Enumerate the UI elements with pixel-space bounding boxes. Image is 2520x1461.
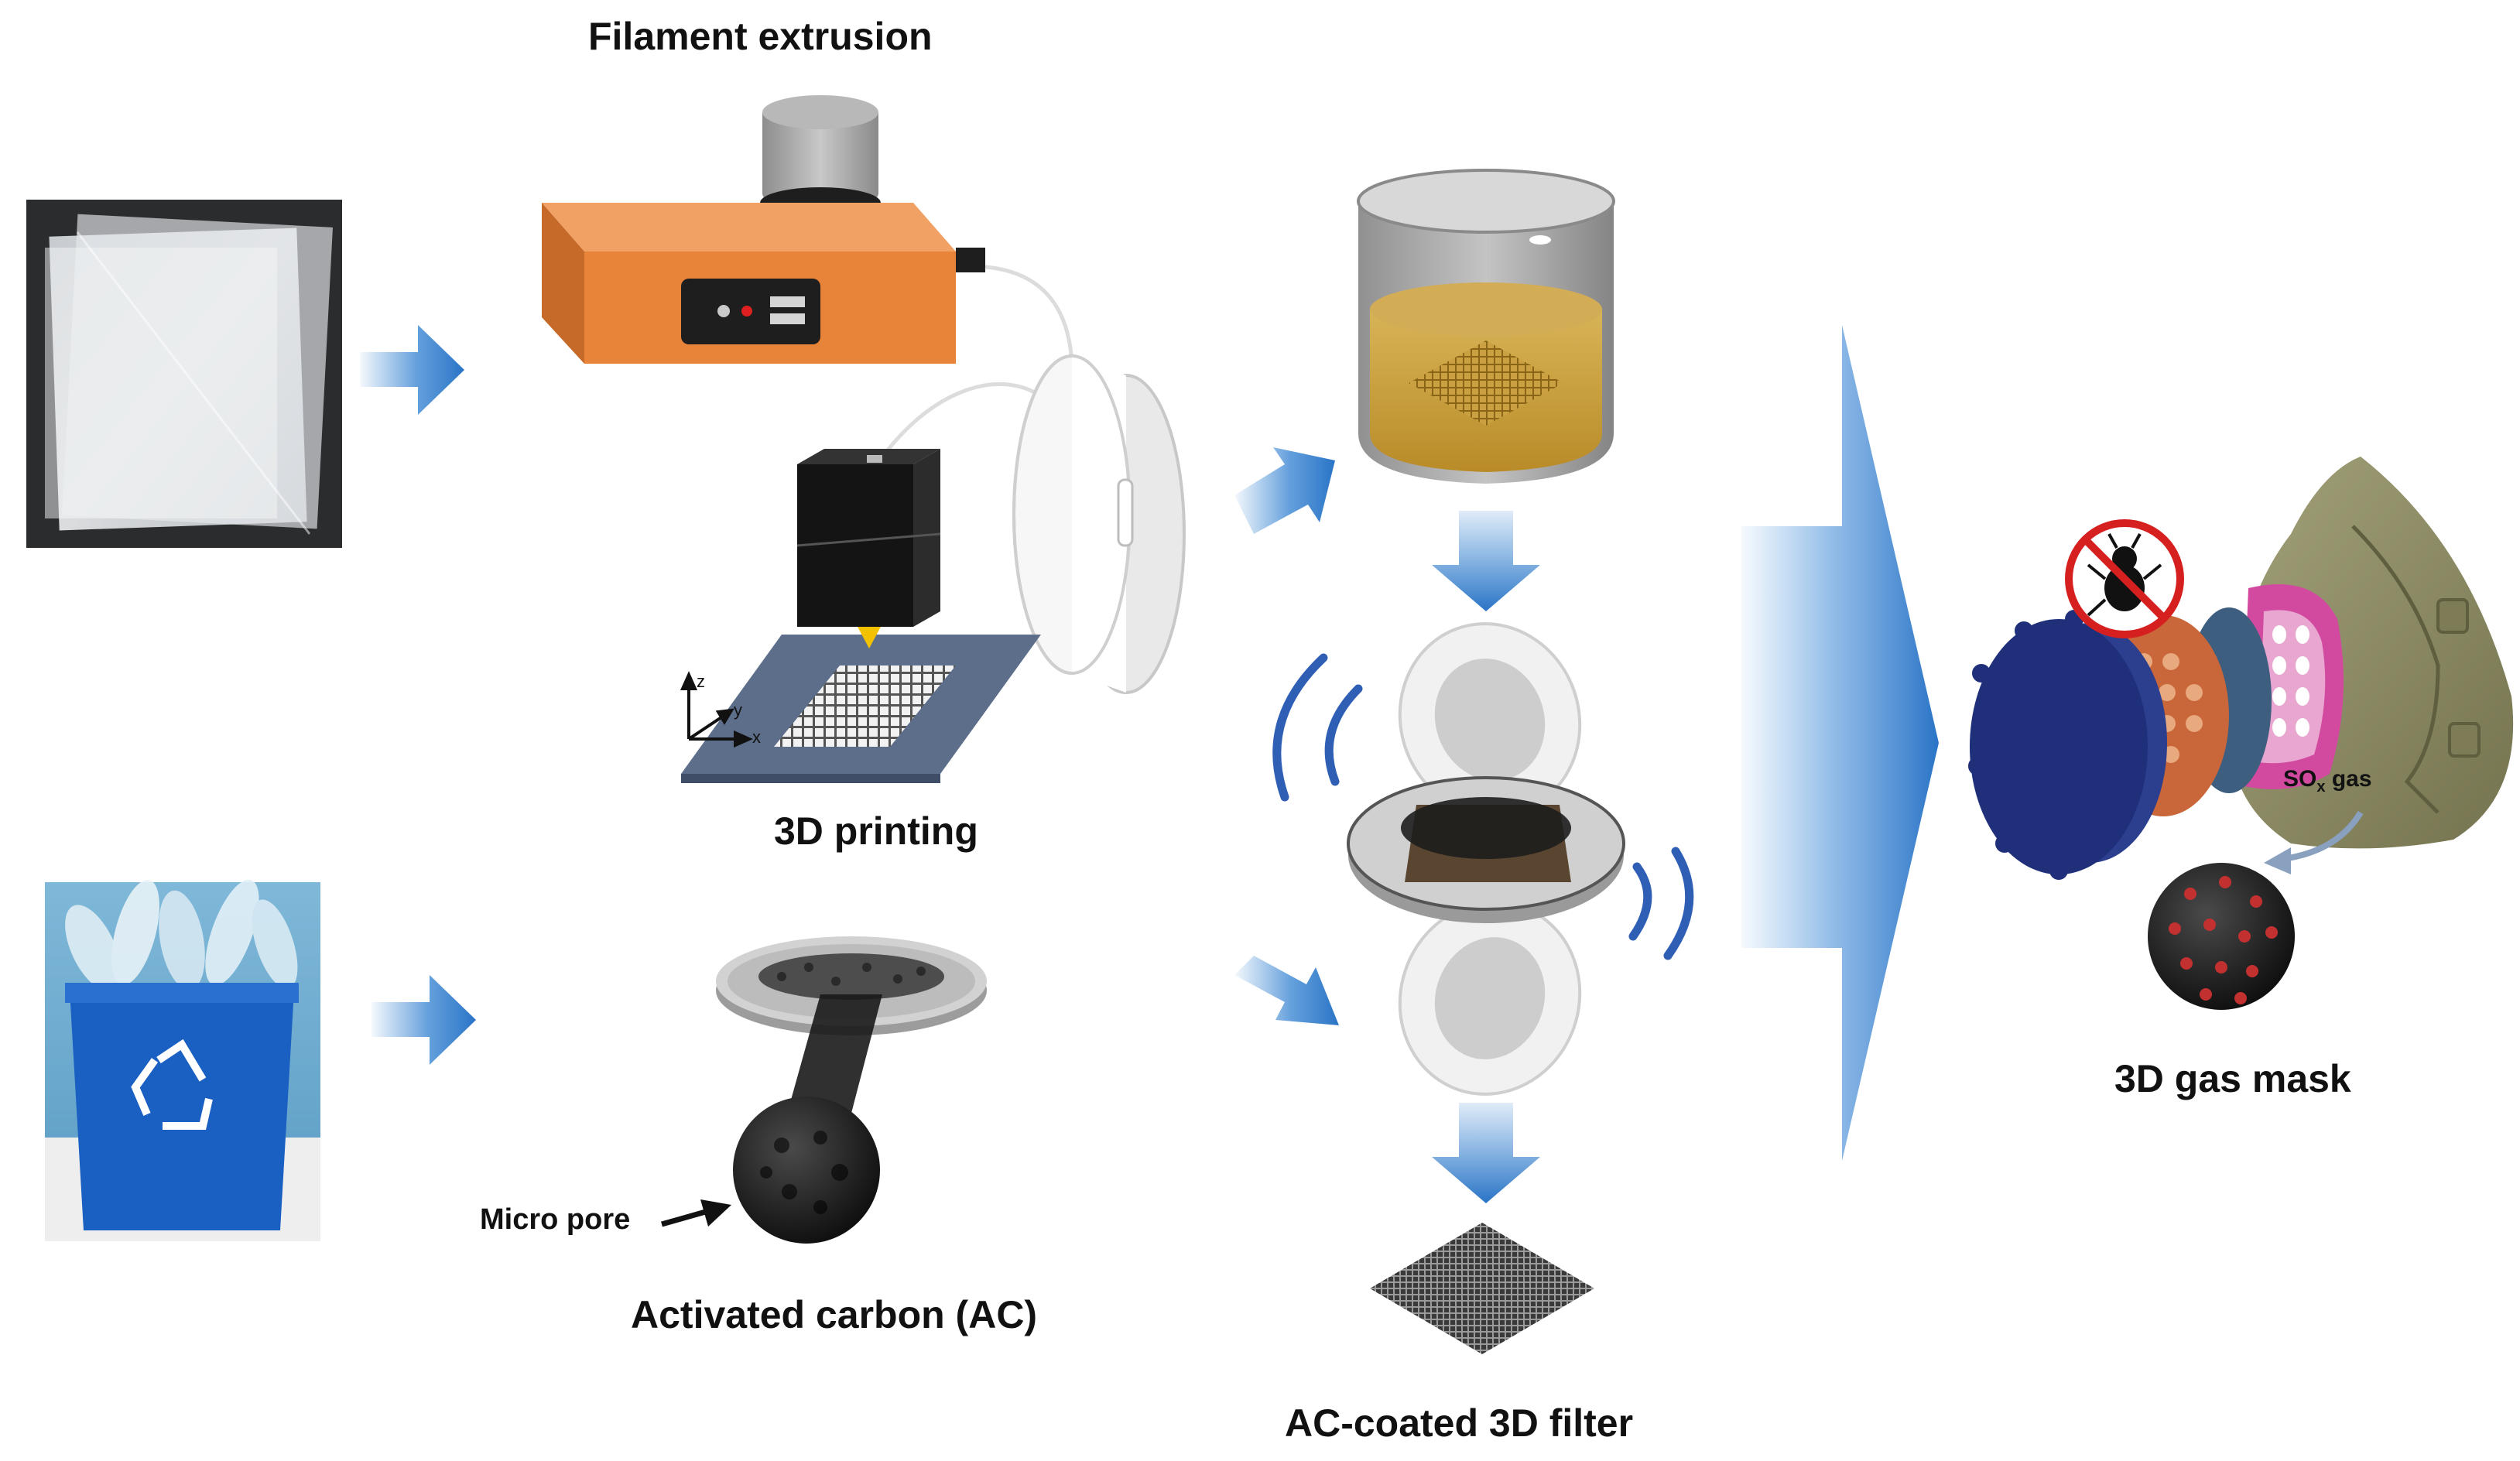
carbon-granules [758, 953, 944, 1000]
submerged-filter [1409, 340, 1563, 426]
label-filament-extrusion: Filament extrusion [588, 15, 933, 58]
sox-flow-arrow [2282, 810, 2364, 862]
shaking-petri-dishes [1272, 622, 1694, 1096]
label-ac-coated-filter: AC-coated 3D filter [1285, 1401, 1634, 1445]
sox-flow-arrowhead [2264, 847, 2291, 874]
sox-sub: x [2316, 778, 2326, 796]
ac-coated-filter [1370, 1223, 1594, 1354]
arrow-bin-to-carbon [371, 975, 476, 1065]
3d-printer [680, 449, 1041, 783]
plastic-bottles [65, 879, 298, 991]
arrow-down-to-filter [1432, 1103, 1540, 1203]
plastic-sheets-photo [26, 200, 342, 548]
label-axis-z: z [697, 672, 705, 691]
big-arrow-to-mask [1741, 325, 1939, 1161]
sox-prefix: SO [2283, 766, 2317, 792]
shake-waves-left [1272, 653, 1363, 802]
arrow-sheets-to-extrusion [360, 325, 464, 415]
filament-spool [1012, 354, 1186, 694]
label-gas-mask: 3D gas mask [2114, 1057, 2351, 1100]
arrow-to-coating [1234, 956, 1339, 1025]
recycling-bin-photo [45, 879, 320, 1241]
label-axis-x: x [752, 727, 761, 747]
no-bacteria-icon [2065, 519, 2184, 638]
filament-feed [872, 382, 1050, 470]
arrow-down-to-shaking [1432, 511, 1540, 611]
filament-strand [984, 265, 1074, 364]
arrow-to-beaker [1234, 447, 1335, 534]
label-3d-printing: 3D printing [774, 809, 978, 853]
axis-indicator [680, 671, 753, 748]
micro-pore-arrowhead [700, 1199, 731, 1227]
printed-grid [774, 665, 956, 747]
recycle-icon [131, 1038, 213, 1130]
filament-extruder [542, 95, 985, 364]
label-axis-y: y [734, 700, 742, 720]
micro-pore-arrow [661, 1208, 709, 1227]
housing-holes [2272, 625, 2309, 737]
gas-mask-assembly [1968, 457, 2514, 1010]
label-sox-gas: SOx gas [2283, 766, 2372, 796]
label-activated-carbon: Activated carbon (AC) [631, 1293, 1038, 1336]
micro-pore-sphere [733, 1097, 880, 1244]
activated-carbon-dish [716, 936, 987, 1244]
label-micro-pore: Micro pore [480, 1203, 631, 1236]
shake-waves-right [1628, 847, 1694, 960]
solution-beaker [1357, 169, 1615, 484]
sox-suffix: gas [2325, 766, 2372, 792]
